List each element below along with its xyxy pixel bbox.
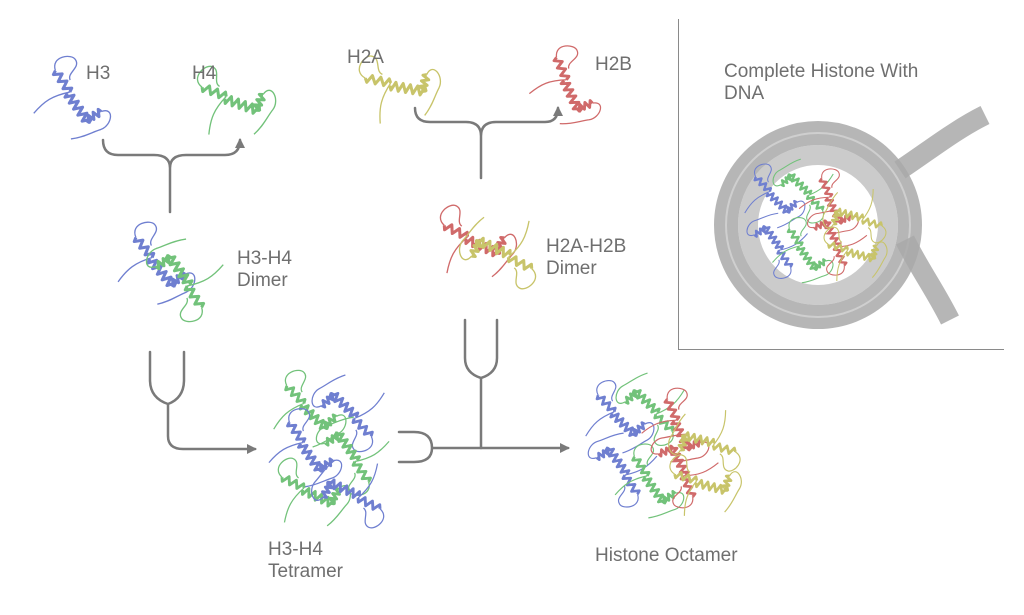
label-h3-h4-dimer-line2: Dimer bbox=[237, 270, 288, 291]
merge-arrow-h3-h4 bbox=[101, 140, 240, 214]
protein-h4 bbox=[196, 65, 277, 135]
nucleosome-core-structure-part-3 bbox=[772, 217, 834, 284]
h3-h4-dimer-structure bbox=[117, 221, 224, 323]
label-complete-histone-line2: DNA bbox=[724, 83, 765, 104]
label-h2a-h2b-dimer-line1: H2A-H2B bbox=[546, 236, 627, 257]
label-complete-histone: Complete Histone With DNA bbox=[724, 61, 918, 105]
label-complete-histone-line1: Complete Histone With bbox=[724, 61, 919, 82]
protein-h3 bbox=[33, 55, 112, 140]
label-h2b: H2B bbox=[595, 54, 632, 75]
h3-h4-tetramer-structure bbox=[268, 369, 390, 529]
histone-octamer-structure-part-6 bbox=[668, 410, 741, 472]
nucleosome-core-structure-part-1 bbox=[746, 212, 808, 279]
label-h2a-h2b-dimer: H2A-H2B Dimer bbox=[546, 236, 626, 280]
label-h2a: H2A bbox=[347, 47, 384, 68]
label-h2a-h2b-dimer-line2: Dimer bbox=[546, 258, 597, 279]
h2a-h2b-dimer-structure-part-1 bbox=[458, 216, 537, 290]
complete-histone-panel bbox=[678, 19, 1004, 350]
label-tetramer: H3-H4 Tetramer bbox=[268, 539, 343, 583]
label-h3-h4-dimer-line1: H3-H4 bbox=[237, 248, 292, 269]
histone-octamer-structure bbox=[585, 372, 742, 519]
label-h3-h4-dimer: H3-H4 Dimer bbox=[237, 248, 292, 292]
h3-h4-tetramer-structure-part-5 bbox=[311, 459, 385, 529]
histone-octamer-structure-part-0 bbox=[585, 379, 655, 454]
label-h4: H4 bbox=[192, 63, 217, 84]
label-h3: H3 bbox=[86, 63, 111, 84]
merge-arrow-h2a-h2b bbox=[413, 108, 558, 180]
protein-h2b bbox=[528, 45, 602, 125]
h3-h4-tetramer-structure-part-3 bbox=[315, 416, 390, 496]
arrow-h2a-h2b-dimer-down bbox=[463, 318, 499, 450]
protein-h2a bbox=[358, 55, 441, 124]
merge-arrow-to-octamer bbox=[397, 430, 568, 464]
nucleosome-core-structure-part-7 bbox=[823, 226, 888, 281]
histone-octamer-structure-part-7 bbox=[669, 454, 742, 516]
label-tetramer-line2: Tetramer bbox=[268, 561, 343, 582]
histone-octamer-structure-part-2 bbox=[615, 372, 685, 447]
label-tetramer-line1: H3-H4 bbox=[268, 539, 323, 560]
dna-strand bbox=[714, 106, 990, 329]
nucleosome-core-structure bbox=[744, 158, 888, 284]
h2a-h2b-dimer-structure bbox=[439, 204, 537, 290]
histone-octamer-structure-part-3 bbox=[614, 443, 685, 519]
nucleosome-core-structure-part-6 bbox=[822, 189, 887, 244]
label-histone-octamer: Histone Octamer bbox=[595, 545, 738, 566]
nucleosome-core-structure-part-0 bbox=[744, 163, 806, 229]
merge-arrow-dimers-to-tetramer bbox=[148, 350, 255, 449]
h3-h4-dimer-structure-part-1 bbox=[145, 238, 224, 323]
h3-h4-tetramer-structure-part-1 bbox=[311, 374, 385, 453]
histone-octamer-structure-part-1 bbox=[587, 432, 658, 508]
